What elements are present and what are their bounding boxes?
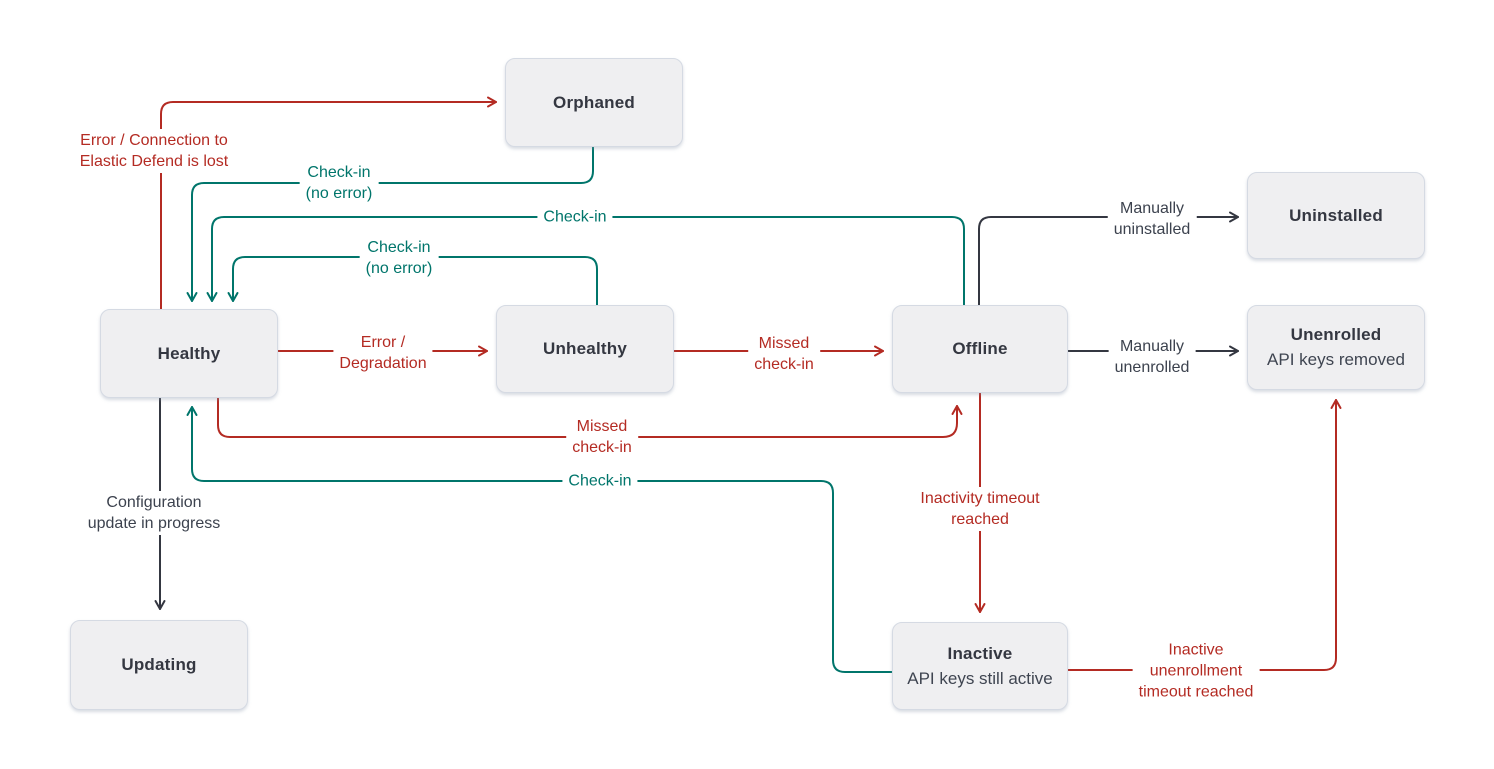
edge-label-checkin-no-error-orphaned: Check-in (no error) <box>299 161 379 205</box>
node-inactive-label: Inactive <box>947 643 1013 663</box>
edge-label-inactive-unenrollment-timeout: Inactive unenrollment timeout reached <box>1132 638 1260 704</box>
edge-label-missed-checkin-unhealthy: Missed check-in <box>748 332 820 376</box>
node-unenrolled-sublabel: API keys removed <box>1267 350 1405 369</box>
node-unenrolled-label: Unenrolled <box>1290 325 1382 344</box>
edge-label-inactivity-timeout: Inactivity timeout reached <box>914 487 1046 531</box>
edge-inactive-to-healthy <box>186 406 893 673</box>
edge-healthy-to-orphaned <box>160 96 497 310</box>
edge-offline-to-healthy <box>206 216 965 306</box>
edge-label-error-degradation: Error / Degradation <box>333 331 433 375</box>
node-uninstalled-label: Uninstalled <box>1289 205 1383 225</box>
edge-label-checkin-offline: Check-in <box>537 205 613 229</box>
node-offline-label: Offline <box>952 339 1008 358</box>
edge-orphaned-to-healthy <box>186 146 594 302</box>
edge-label-configuration-update: Configuration update in progress <box>81 491 227 535</box>
edge-label-manually-uninstalled: Manually uninstalled <box>1107 197 1197 241</box>
node-uninstalled: Uninstalled <box>1247 172 1425 259</box>
node-unhealthy: Unhealthy <box>496 305 674 393</box>
edge-inactive-to-unenrolled <box>1067 399 1342 671</box>
node-offline: Offline <box>892 305 1068 393</box>
edge-label-manually-unenrolled: Manually unenrolled <box>1108 335 1196 379</box>
node-orphaned: Orphaned <box>505 58 683 147</box>
node-updating: Updating <box>70 620 248 710</box>
node-healthy: Healthy <box>100 309 278 398</box>
node-inactive-sublabel: API keys still active <box>907 668 1053 688</box>
edge-label-missed-checkin-healthy: Missed check-in <box>566 415 638 459</box>
edge-label-checkin-inactive: Check-in <box>562 469 638 493</box>
node-unhealthy-label: Unhealthy <box>543 339 627 358</box>
node-inactive: Inactive API keys still active <box>892 622 1068 710</box>
node-updating-label: Updating <box>121 655 197 674</box>
edge-label-error-connection-lost: Error / Connection to Elastic Defend is … <box>73 129 235 173</box>
edge-offline-to-uninstalled <box>978 211 1239 306</box>
node-unenrolled: Unenrolled API keys removed <box>1247 305 1425 390</box>
edge-label-checkin-no-error-unhealthy: Check-in (no error) <box>359 236 439 280</box>
node-healthy-label: Healthy <box>157 343 221 363</box>
node-orphaned-label: Orphaned <box>553 92 635 112</box>
